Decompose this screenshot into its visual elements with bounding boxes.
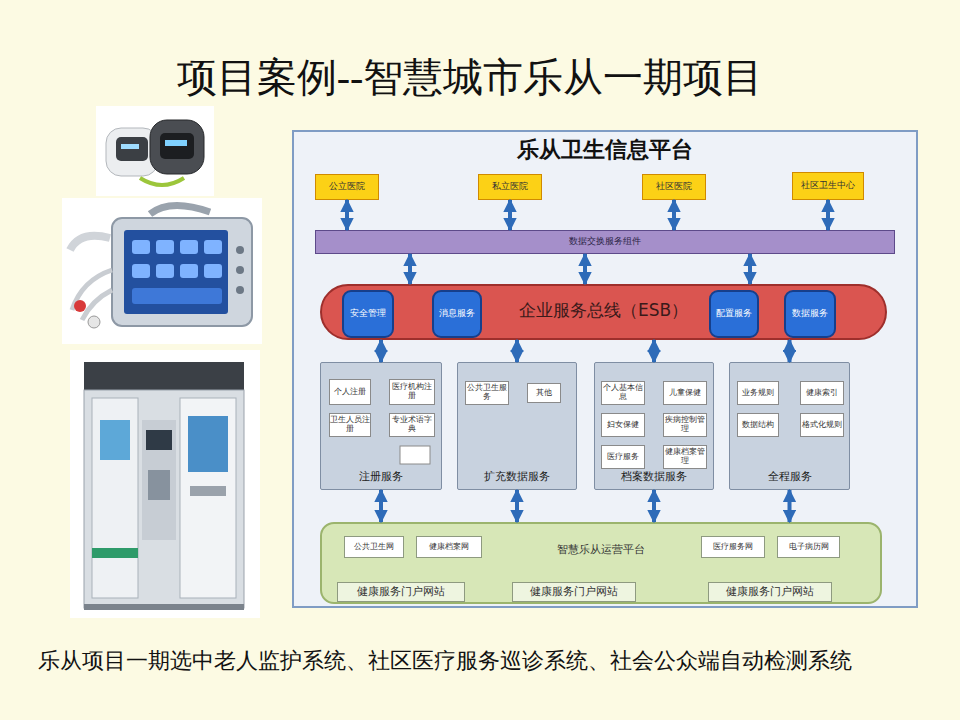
box-label: 妇女保健 [607, 421, 639, 430]
box-label: 医疗服务网 [713, 543, 753, 552]
service-item: 格式化规则 [800, 413, 844, 437]
box-label: 格式化规则 [802, 421, 842, 430]
service-group: 扩充数据服务 公共卫生服务 其他 [457, 362, 577, 490]
self-service-kiosk-photo [70, 350, 260, 618]
service-item: 卫生人员注册 [329, 413, 371, 437]
service-item: 其他 [527, 383, 561, 403]
box-label: 健康服务门户网站 [357, 586, 445, 598]
service-item: 个人注册 [329, 379, 371, 405]
service-item: 业务规则 [737, 381, 779, 405]
network-box: 健康档案网 [416, 536, 482, 558]
box-label: 健康档案管理 [664, 448, 706, 466]
slide-title: 项目案例--智慧城市乐从一期项目 [60, 50, 880, 105]
service-item: 医疗机构注册 [389, 379, 435, 405]
medical-tablet-photo [62, 198, 262, 344]
box-label: 疾病控制管理 [664, 416, 706, 434]
portal-box: 健康服务门户网站 [512, 582, 636, 602]
box-heading: 乐从卫生信息平台 [294, 138, 916, 162]
box-label: 私立医院 [492, 182, 528, 192]
box-label: 医疗机构注册 [390, 383, 434, 401]
box-heading: 扩充数据服务 [458, 471, 576, 483]
bus-service-box: 消息服务 [432, 290, 482, 338]
box-heading: 档案数据服务 [595, 471, 713, 483]
box-label: 社区卫生中心 [801, 181, 855, 191]
box-label: 电子病历网 [789, 543, 829, 552]
bus-service-box: 数据服务 [784, 290, 836, 338]
component-band: 数据交换服务组件 [315, 230, 895, 254]
network-box: 公共卫生网 [344, 536, 404, 558]
portal-box: 健康服务门户网站 [708, 582, 832, 602]
box-label: 公立医院 [329, 182, 365, 192]
service-group: 注册服务 个人注册 医疗机构注册卫生人员注册 专业术语字典 [320, 362, 442, 490]
box-label: 数据交换服务组件 [569, 237, 641, 247]
hospital-box: 公立医院 [315, 174, 379, 200]
hospital-box: 社区医院 [642, 174, 706, 200]
box-label: 健康服务门户网站 [726, 586, 814, 598]
box-label: 安全管理 [350, 309, 386, 319]
box-label: 社区医院 [656, 182, 692, 192]
service-bus: 企业服务总线（ESB）安全管理消息服务配置服务数据服务 [320, 284, 887, 340]
box-label: 公共卫生服务 [466, 384, 508, 402]
operation-platform: 智慧乐从运营平台公共卫生网健康档案网医疗服务网电子病历网健康服务门户网站健康服务… [320, 522, 882, 604]
box-label: 卫生人员注册 [330, 416, 370, 434]
service-item: 儿童保健 [663, 381, 707, 405]
box-label: 健康服务门户网站 [530, 586, 618, 598]
watch-photo [96, 106, 214, 196]
box-label: 个人基本信息 [602, 384, 644, 402]
service-item: 专业术语字典 [389, 413, 435, 437]
service-item: 健康档案管理 [663, 445, 707, 469]
bus-service-box: 安全管理 [342, 290, 394, 338]
service-item: 疾病控制管理 [663, 413, 707, 437]
service-item: 个人基本信息 [601, 381, 645, 405]
box-label: 消息服务 [439, 309, 475, 319]
network-box: 医疗服务网 [701, 536, 765, 558]
hospital-box: 私立医院 [478, 174, 542, 200]
box-label: 个人注册 [334, 388, 366, 397]
box-label: 业务规则 [742, 389, 774, 398]
box-label: 数据结构 [742, 421, 774, 430]
service-item: 数据结构 [737, 413, 779, 437]
service-group: 全程服务 业务规则 健康索引数据结构 格式化规则 [729, 362, 850, 490]
box-label: 儿童保健 [669, 389, 701, 398]
bus-service-box: 配置服务 [709, 290, 759, 338]
service-item: 妇女保健 [601, 413, 645, 437]
box-label: 其他 [536, 389, 552, 398]
service-item: 健康索引 [800, 381, 844, 405]
box-label: 专业术语字典 [390, 416, 434, 434]
box-label: 健康索引 [806, 389, 838, 398]
box-label: 配置服务 [716, 309, 752, 319]
box-heading: 注册服务 [321, 471, 441, 483]
platform-frame: 乐从卫生信息平台公立医院私立医院社区医院社区卫生中心数据交换服务组件企业服务总线… [292, 130, 918, 608]
portal-box: 健康服务门户网站 [337, 582, 465, 602]
box-label: 医疗服务 [607, 453, 639, 462]
box-label: 健康档案网 [429, 543, 469, 552]
hospital-box: 社区卫生中心 [792, 172, 864, 200]
network-box: 电子病历网 [777, 536, 840, 558]
service-item: 医疗服务 [601, 445, 645, 469]
box-label: 数据服务 [792, 309, 828, 319]
service-group: 档案数据服务 个人基本信息 儿童保健妇女保健 疾病控制管理医疗服务 健康档案管理 [594, 362, 714, 490]
box-label: 公共卫生网 [354, 543, 394, 552]
service-item: 公共卫生服务 [465, 381, 509, 405]
box-heading: 全程服务 [730, 471, 849, 483]
slide-caption: 乐从项目一期选中老人监护系统、社区医疗服务巡诊系统、社会公众端自动检测系统 [38, 646, 938, 676]
